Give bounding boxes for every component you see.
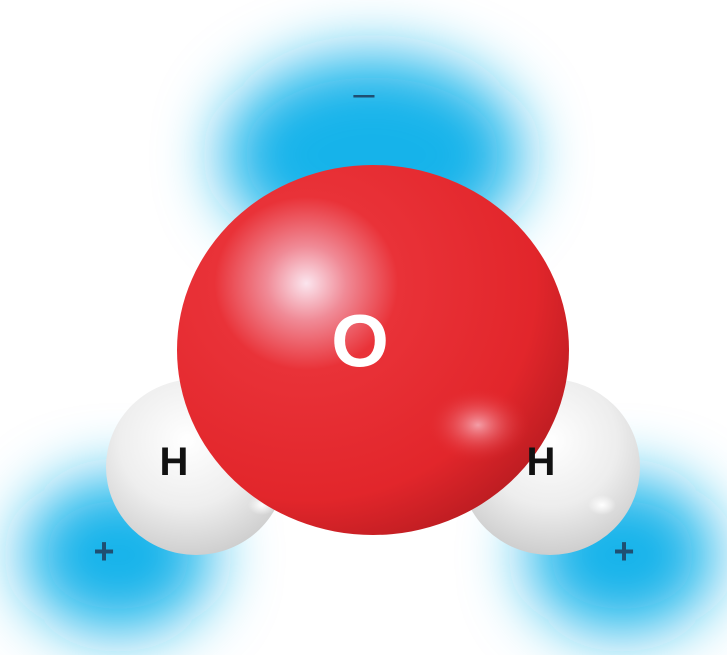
hydrogen-left-label: H [160, 440, 189, 484]
hydrogen-right-label: H [527, 440, 556, 484]
oxygen-label: O [331, 300, 389, 383]
hydrogen-left-positive-charge: + [93, 531, 114, 572]
hydrogen-right-positive-charge: + [613, 531, 634, 572]
oxygen-atom [177, 165, 569, 535]
oxygen-negative-charge: – [353, 73, 375, 115]
